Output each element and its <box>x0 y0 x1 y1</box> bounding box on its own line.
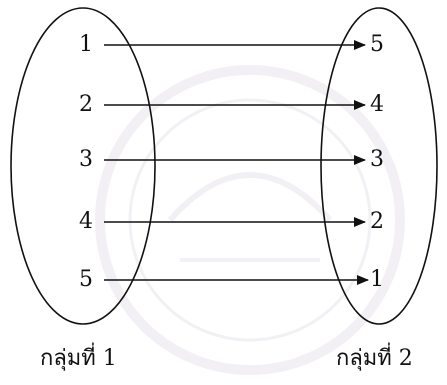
left-set-items: 1 2 3 4 5 <box>79 32 93 292</box>
left-item-2: 2 <box>79 92 93 117</box>
left-item-1: 1 <box>79 32 93 57</box>
left-group-label: กลุ่มที่ 1 <box>40 346 117 371</box>
right-set-ellipse <box>320 7 438 325</box>
left-item-4: 4 <box>79 209 93 234</box>
right-group-label: กลุ่มที่ 2 <box>336 346 413 371</box>
mapping-arrows <box>104 40 369 285</box>
left-set-ellipse <box>10 7 156 325</box>
right-set-items: 5 4 3 2 1 <box>370 32 384 292</box>
right-item-4: 4 <box>370 92 384 117</box>
right-item-1: 1 <box>370 267 384 292</box>
right-item-3: 3 <box>370 147 384 172</box>
watermark-seal <box>95 65 405 375</box>
left-item-3: 3 <box>79 147 93 172</box>
right-item-5: 5 <box>370 32 384 57</box>
left-item-5: 5 <box>79 267 93 292</box>
right-item-2: 2 <box>370 209 384 234</box>
